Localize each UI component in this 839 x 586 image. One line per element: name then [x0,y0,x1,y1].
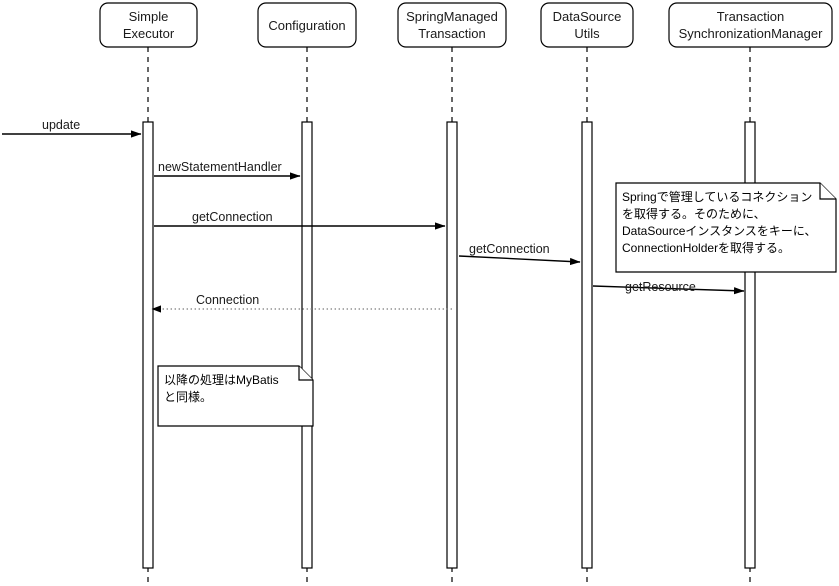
participant-box-spring-managed-transaction [397,2,507,48]
note-text-line-note-mybatis-same-1: と同様。 [164,390,212,404]
participant-label-line2-transaction-synchronization-manager: SynchronizationManager [679,26,823,41]
participant-label-line1-simple-executor: Simple [129,9,169,24]
message-line-msg-get-connection-2 [458,255,581,266]
participant-label-line1-spring-managed-transaction: SpringManaged [406,9,498,24]
note-note-mybatis-same[interactable]: 以降の処理はMyBatis と同様。 [157,365,314,427]
note-text-line-note-spring-connection-2: DataSourceインスタンスをキーに、 [622,224,817,238]
participant-label-line1-datasource-utils: DataSource [553,9,622,24]
note-text-line-note-spring-connection-1: を取得する。そのために、 [622,206,766,221]
note-body-note-mybatis-same [157,365,314,427]
participant-label-line2-simple-executor: Executor [123,26,175,41]
message-msg-get-connection-1[interactable]: getConnection [154,210,446,230]
activation-bar-transaction-synchronization-manager [744,121,756,569]
message-msg-new-statement-handler[interactable]: newStatementHandler [154,160,301,180]
participant-box-datasource-utils [540,2,634,48]
note-fold-note-mybatis-same [298,366,313,381]
participant-box-simple-executor [99,2,198,48]
participant-box-configuration [257,2,357,48]
activation-bars-group [142,121,756,569]
message-label-msg-get-connection-1: getConnection [192,210,273,224]
note-text-line-note-spring-connection-3: ConnectionHolderを取得する。 [622,240,790,255]
participant-label-line1-configuration: Configuration [268,18,345,33]
message-label-msg-get-resource: getResource [625,280,696,294]
note-body-note-spring-connection [615,182,837,273]
message-line-msg-get-resource [592,285,745,295]
activation-bar-datasource-utils [581,121,593,569]
note-fold-note-spring-connection [819,183,836,200]
participant-label-line1-transaction-synchronization-manager: Transaction [717,9,784,24]
message-msg-update[interactable]: update [2,118,142,138]
message-label-msg-new-statement-handler: newStatementHandler [158,160,282,174]
activation-bar-spring-managed-transaction [446,121,458,569]
note-text-line-note-spring-connection-0: Springで管理しているコネクション [622,189,812,204]
note-text-line-note-mybatis-same-0: 以降の処理はMyBatis [164,373,279,387]
participant-label-line2-datasource-utils: Utils [574,26,600,41]
participant-label-line2-spring-managed-transaction: Transaction [418,26,485,41]
messages-group: update newStatementHandler getConnection ge… [2,118,745,313]
message-label-msg-get-connection-2: getConnection [469,242,550,256]
participant-configuration[interactable]: Configuration [257,2,357,48]
activation-bar-configuration [301,121,313,569]
message-label-msg-update: update [42,118,80,132]
message-msg-get-connection-2[interactable]: getConnection [458,242,581,266]
message-msg-connection-return[interactable]: Connection [151,293,452,313]
message-msg-get-resource[interactable]: getResource [592,280,745,295]
message-label-msg-connection-return: Connection [196,293,259,307]
activation-bar-simple-executor [142,121,154,569]
participant-box-transaction-synchronization-manager [668,2,833,48]
